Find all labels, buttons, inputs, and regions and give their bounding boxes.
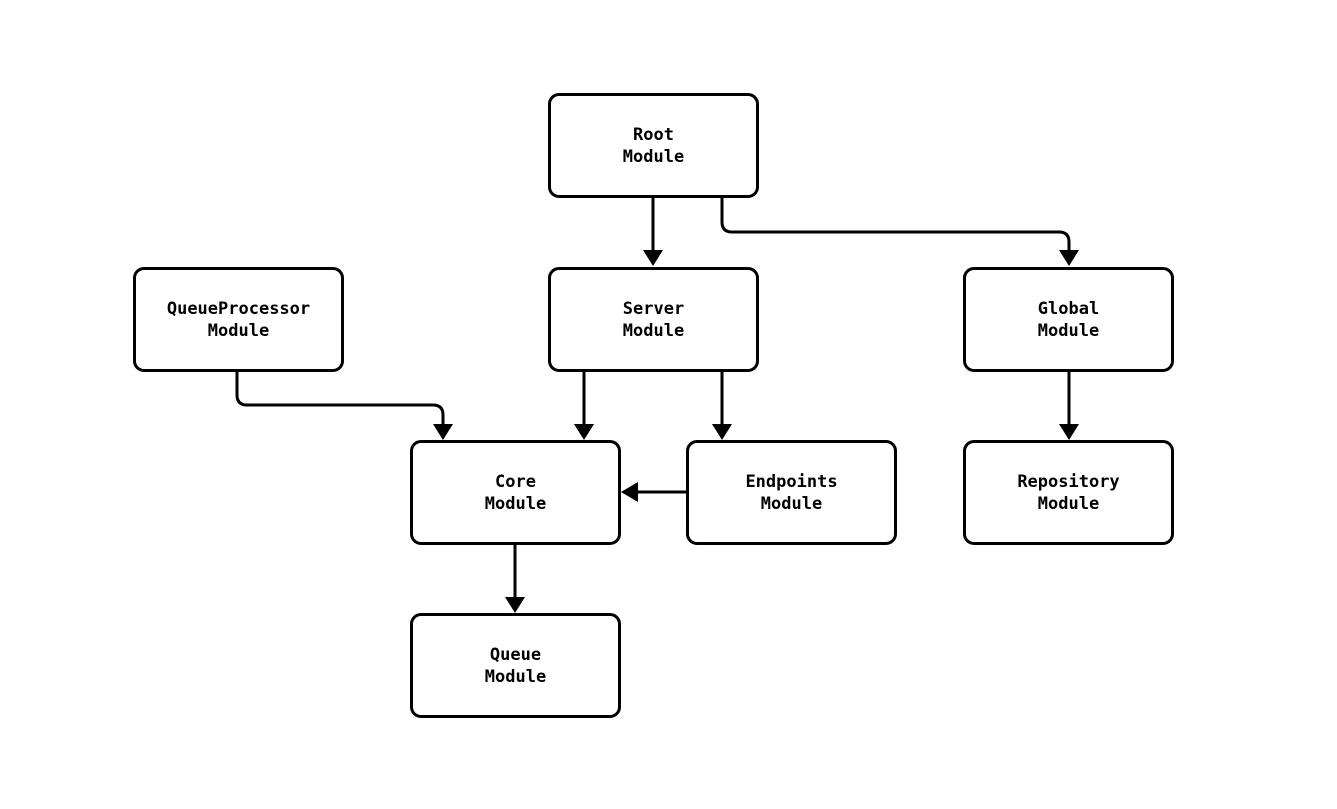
- node-repository-module-line2: Module: [1037, 493, 1100, 514]
- edge-root-to-server: [643, 198, 663, 266]
- node-repository-module-line1: Repository: [1017, 471, 1120, 492]
- node-queueprocessor-module-line2: Module: [207, 320, 270, 341]
- edge-queueprocessor-to-core: [235, 372, 453, 440]
- edge-core-to-queue: [505, 545, 525, 613]
- node-endpoints-module[interactable]: Endpoints Module: [686, 440, 897, 545]
- node-endpoints-module-line1: Endpoints: [745, 471, 838, 492]
- node-global-module[interactable]: Global Module: [963, 267, 1174, 372]
- node-global-module-line1: Global: [1037, 298, 1100, 319]
- node-server-module[interactable]: Server Module: [548, 267, 759, 372]
- node-root-module-line2: Module: [622, 146, 685, 167]
- edge-server-to-core: [574, 372, 594, 440]
- node-queueprocessor-module[interactable]: QueueProcessor Module: [133, 267, 344, 372]
- node-queue-module-line1: Queue: [489, 644, 542, 665]
- node-queue-module[interactable]: Queue Module: [410, 613, 621, 718]
- node-root-module-line1: Root: [633, 124, 674, 145]
- node-global-module-line2: Module: [1037, 320, 1100, 341]
- node-root-module[interactable]: Root Module: [548, 93, 759, 198]
- edge-endpoints-to-core: [621, 482, 686, 502]
- node-server-module-line1: Server: [622, 298, 685, 319]
- node-queue-module-line2: Module: [484, 666, 547, 687]
- edge-server-to-endpoints: [712, 372, 732, 440]
- edge-root-to-global: [720, 198, 1079, 266]
- edge-global-to-repository: [1059, 372, 1079, 440]
- node-server-module-line2: Module: [622, 320, 685, 341]
- node-endpoints-module-line2: Module: [760, 493, 823, 514]
- node-core-module-line1: Core: [495, 471, 536, 492]
- node-repository-module[interactable]: Repository Module: [963, 440, 1174, 545]
- node-queueprocessor-module-line1: QueueProcessor: [166, 298, 311, 319]
- node-core-module[interactable]: Core Module: [410, 440, 621, 545]
- node-core-module-line2: Module: [484, 493, 547, 514]
